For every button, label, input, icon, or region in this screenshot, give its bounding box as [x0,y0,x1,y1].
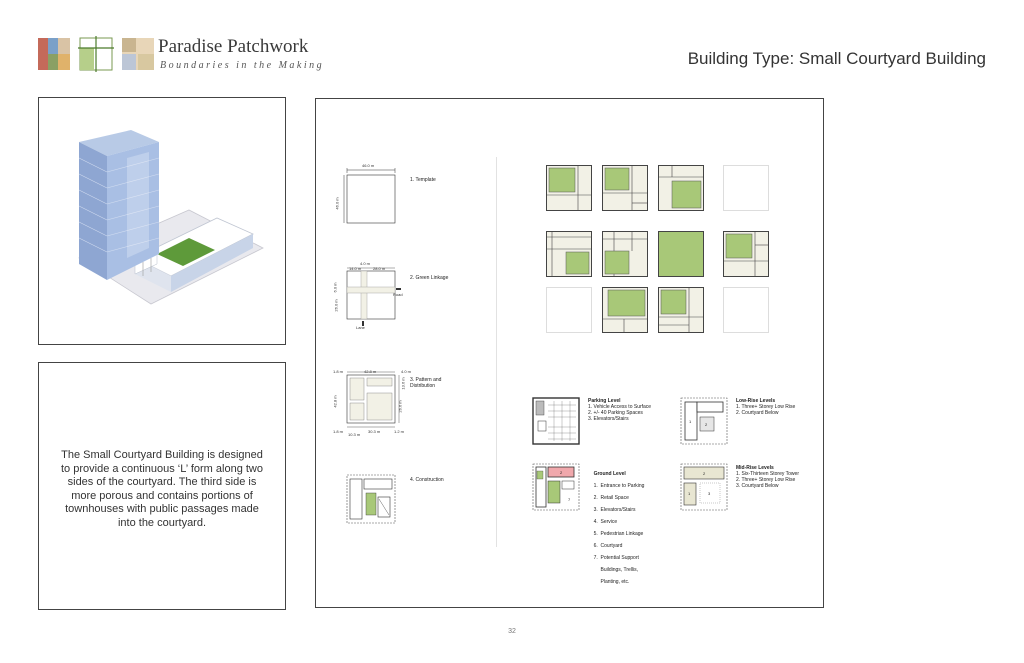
dim-pat-i: 30.3 m [368,429,381,434]
legend-item: 7. Potential Support [593,555,639,561]
dim-pat-g: 1.8 m [333,429,344,434]
legend-mid-rise-levels: Mid-Rise Levels 1. Six-Thirteen Storey T… [736,465,799,489]
dim-pat-d: 13.6 m [400,377,406,390]
legend-item: 6. Courtyard [593,543,623,549]
legend-item: 3. Elevators/Stairs [593,507,636,513]
legend-item: 3. Courtyard Below [736,483,779,489]
legend-parking-level: Parking Level 1. Vehicle Access to Surfa… [588,398,651,422]
pattern-tile-2 [602,165,648,211]
dim-pat-j: 1.2 m [394,429,405,434]
dim-link-a: 4.0 m [360,261,371,266]
pattern-tile-4 [723,165,769,211]
pattern-tile-7 [658,231,704,277]
step-template-diagram [342,167,398,227]
dim-pat-h: 10.3 m [348,432,361,437]
legend-low-rise-title: Low-Rise Levels [736,398,776,404]
step-pattern-diagram [342,369,404,435]
legend-item: 2. Retail Space [593,495,629,501]
step-construction-diagram [342,471,398,527]
dim-template-width: 46.0 m [362,163,375,168]
dim-link-road: Road [393,292,403,297]
svg-text:3: 3 [708,491,711,496]
dim-pat-e: 42.8 m [332,395,338,408]
dim-link-c: 28.0 m [373,266,386,271]
dim-link-lane: Lane [356,325,365,330]
legend-ground-title: Ground Level [593,471,626,477]
brand-tagline: Boundaries in the Making [160,60,325,71]
pattern-tile-6 [602,231,648,277]
legend-item: 1. Vehicle Access to Surface [588,404,652,410]
legend-item: 2. Three+ Storey Low Rise [736,477,796,483]
pattern-tile-8 [723,231,769,277]
pattern-tile-10 [602,287,648,333]
description-text: The Small Courtyard Building is designed… [61,449,263,529]
dim-pat-f: 26.6 m [397,400,403,413]
svg-text:1: 1 [689,419,692,424]
building-rendering-image [78,130,264,305]
legend-mid-rise-title: Mid-Rise Levels [736,465,774,471]
description-panel: The Small Courtyard Building is designed… [38,362,286,610]
building-rendering-panel [38,97,286,345]
svg-text:2: 2 [703,471,706,476]
plan-low-rise-levels: 1 2 [680,397,728,445]
dim-template-height: 46.0 m [334,197,340,210]
legend-item: 3. Elevators/Stairs [588,416,629,422]
panel-divider [496,157,497,547]
svg-text:2: 2 [705,422,708,427]
pattern-tile-5 [546,231,592,277]
dim-link-d: 6.0 m [332,282,338,293]
legend-item: 2. Courtyard Below [736,410,779,416]
dim-link-e: 26.0 m [333,299,339,312]
dim-pat-a: 1.8 m [333,369,344,374]
legend-item: 4. Service [593,519,618,525]
diagram-panel: 46.0 m 46.0 m 1. Template 4.0 m 14.0 m 2… [315,98,824,608]
step-label-pattern: 3. Pattern and Distribution [410,377,442,389]
legend-item: 1. Entrance to Parking [593,483,645,489]
svg-text:7: 7 [568,497,571,502]
step-label-template: 1. Template [410,177,436,183]
brand-title: Paradise Patchwork [158,36,309,57]
pattern-tile-9 [546,287,592,333]
legend-item: 5. Pedestrian Linkage [593,531,644,537]
page-title: Building Type: Small Courtyard Building [687,49,986,68]
pattern-tile-11 [658,287,704,333]
legend-item: 2. +/- 40 Parking Spaces [588,410,643,416]
pattern-tile-1 [546,165,592,211]
brand-logo [38,36,156,72]
step-green-linkage-diagram [342,265,402,327]
legend-ground-level: Ground Level 1. Entrance to Parking 2. R… [588,465,645,591]
legend-item: Buildings, Trellis, [593,567,639,573]
legend-item: 1. Six-Thirteen Storey Tower [736,471,799,477]
page-number: 32 [508,628,516,635]
dim-pat-c: 4.0 m [401,369,412,374]
plan-ground-level: 2 7 [532,463,580,511]
legend-item: 1. Three+ Storey Low Rise [736,404,796,410]
dim-pat-b: 42.8 m [364,369,377,374]
legend-parking-title: Parking Level [588,398,621,404]
svg-text:1: 1 [688,491,691,496]
step-label-construction: 4. Construction [410,477,444,483]
dim-link-b: 14.0 m [349,266,362,271]
legend-item: Planting, etc. [593,579,630,585]
legend-low-rise-levels: Low-Rise Levels 1. Three+ Storey Low Ris… [736,398,795,416]
step-label-green-linkage: 2. Green Linkage [410,275,449,281]
pattern-tile-3 [658,165,704,211]
plan-mid-rise-levels: 2 1 3 [680,463,728,511]
svg-text:2: 2 [560,470,563,475]
pattern-tile-12 [723,287,769,333]
plan-parking-level [532,397,580,445]
